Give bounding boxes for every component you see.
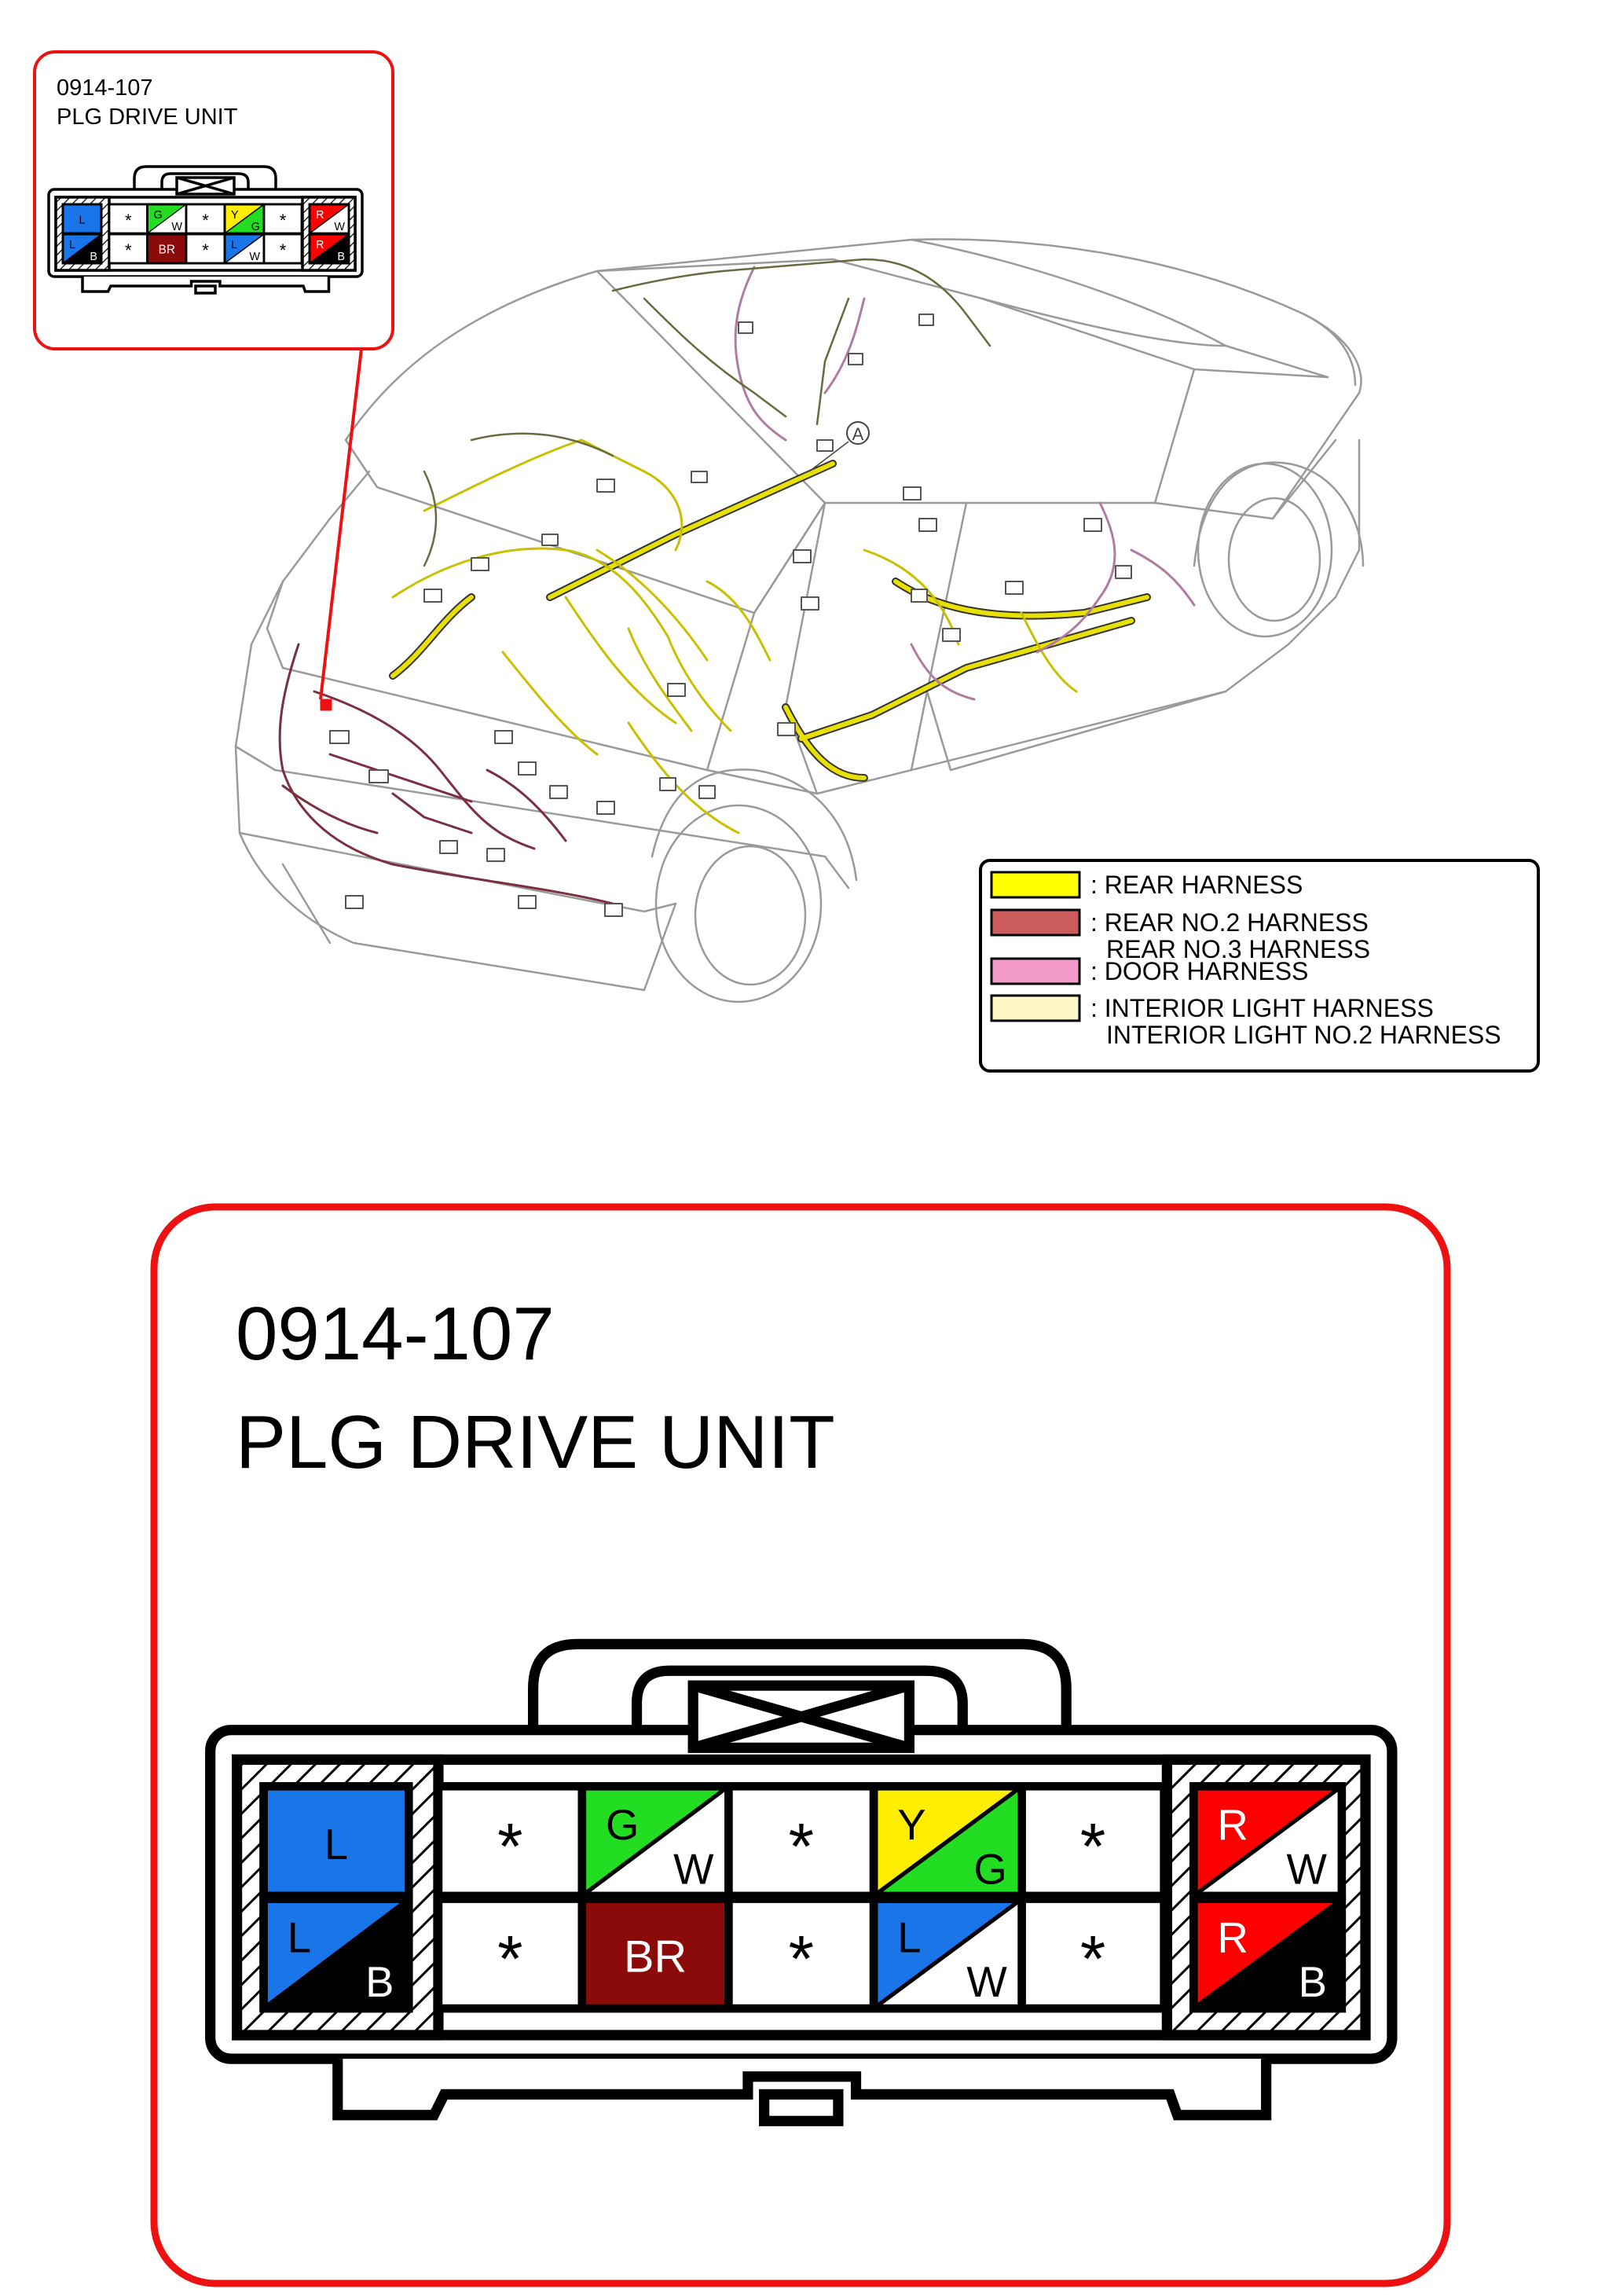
legend-label-3-1: : DOOR HARNESS (1090, 957, 1308, 985)
detail-connector-name: PLG DRIVE UNIT (236, 1400, 835, 1484)
large-pin-bottom-3: BR (577, 1894, 733, 2013)
small-pin-bottom-7: RB (308, 233, 350, 265)
svg-text:W: W (1287, 1846, 1328, 1894)
svg-text:L: L (231, 239, 237, 251)
svg-text:L: L (288, 1913, 311, 1961)
svg-text:B: B (365, 1958, 394, 2006)
callout-connector-code: 0914-107 (57, 75, 153, 101)
svg-text:B: B (1299, 1958, 1327, 2006)
svg-text:*: * (280, 240, 287, 260)
svg-text:G: G (154, 209, 163, 222)
legend-label-4-1: : INTERIOR LIGHT HARNESS (1090, 994, 1434, 1022)
svg-text:*: * (789, 1923, 814, 1996)
svg-text:R: R (316, 239, 324, 251)
small-pin-top-3: GW (146, 203, 188, 235)
small-pin-top-1: L (61, 203, 103, 235)
svg-text:*: * (202, 211, 209, 230)
svg-text:*: * (497, 1923, 522, 1996)
detail-connector-code: 0914-107 (236, 1292, 555, 1376)
svg-text:G: G (606, 1801, 639, 1849)
legend-label-2-2: REAR NO.3 HARNESS (1106, 935, 1370, 963)
svg-text:*: * (280, 211, 287, 230)
callout-leader-line (319, 348, 363, 700)
small-pin-top-4: * (185, 203, 226, 235)
detail-frame (150, 1203, 1451, 2287)
legend-swatch-1 (990, 871, 1081, 899)
large-pin-bottom-5: LW (869, 1894, 1026, 2013)
svg-text:*: * (125, 211, 132, 230)
large-pin-bottom-4: * (724, 1894, 878, 2013)
svg-text:G: G (973, 1846, 1006, 1894)
legend-swatch-4 (990, 994, 1081, 1022)
small-pin-bottom-6: * (262, 233, 303, 265)
svg-text:W: W (966, 1958, 1007, 2006)
callout-frame (33, 50, 394, 350)
small-pin-top-6: * (262, 203, 303, 235)
large-pin-top-1: L (259, 1782, 413, 1901)
svg-text:L: L (324, 1821, 348, 1869)
large-pin-top-7: RW (1189, 1782, 1347, 1901)
svg-text:W: W (249, 251, 260, 263)
svg-text:Y: Y (897, 1801, 925, 1849)
svg-text:*: * (789, 1810, 814, 1883)
svg-text:Y: Y (231, 209, 239, 222)
large-pin-top-4: * (724, 1782, 878, 1901)
small-pin-bottom-4: * (185, 233, 226, 265)
legend-item-1: : REAR HARNESS (990, 871, 1303, 899)
svg-text:*: * (202, 240, 209, 260)
wire-harness-routing (278, 258, 1196, 917)
svg-text:*: * (125, 240, 132, 260)
small-pin-bottom-5: LW (223, 233, 266, 265)
legend-label-2-1: : REAR NO.2 HARNESS (1090, 908, 1369, 937)
large-pin-top-5: YG (869, 1782, 1026, 1901)
small-pin-bottom-2: * (108, 233, 148, 265)
svg-text:W: W (171, 221, 182, 233)
svg-text:G: G (251, 221, 260, 233)
svg-text:*: * (497, 1810, 522, 1883)
large-pin-bottom-1: LB (259, 1894, 413, 2013)
callout-a-marker (846, 421, 870, 445)
small-pin-top-7: RW (308, 203, 350, 235)
svg-text:BR: BR (159, 244, 175, 257)
svg-text:R: R (316, 209, 324, 222)
svg-text:R: R (1217, 1801, 1248, 1849)
svg-text:L: L (897, 1913, 921, 1961)
svg-text:W: W (673, 1846, 714, 1894)
callout-connector-name: PLG DRIVE UNIT (57, 105, 238, 130)
small-pin-top-5: YG (223, 203, 266, 235)
large-pin-bottom-7: RB (1189, 1894, 1347, 2013)
legend-label-4-2: INTERIOR LIGHT NO.2 HARNESS (1106, 1021, 1501, 1049)
svg-text:B: B (337, 251, 345, 263)
large-pin-bottom-2: * (434, 1894, 587, 2013)
small-pin-bottom-3: BR (146, 233, 188, 265)
legend-label-1-1: : REAR HARNESS (1090, 871, 1303, 899)
large-pin-top-6: * (1017, 1782, 1168, 1901)
large-pin-top-3: GW (577, 1782, 733, 1901)
svg-text:B: B (90, 251, 97, 263)
small-pin-top-2: * (108, 203, 148, 235)
svg-text:*: * (1080, 1923, 1105, 1996)
large-pin-top-2: * (434, 1782, 587, 1901)
small-pin-bottom-1: LB (61, 233, 103, 265)
svg-text:L: L (69, 239, 75, 251)
svg-text:BR: BR (624, 1931, 687, 1982)
legend-swatch-3 (990, 957, 1081, 985)
callout-a-label: A (852, 424, 864, 444)
svg-text:*: * (1080, 1810, 1105, 1883)
svg-text:W: W (334, 221, 345, 233)
svg-text:R: R (1217, 1913, 1248, 1961)
legend-item-3: : DOOR HARNESS (990, 957, 1308, 985)
svg-text:L: L (79, 215, 85, 227)
large-pin-bottom-6: * (1017, 1894, 1168, 2013)
legend-swatch-2 (990, 908, 1081, 937)
